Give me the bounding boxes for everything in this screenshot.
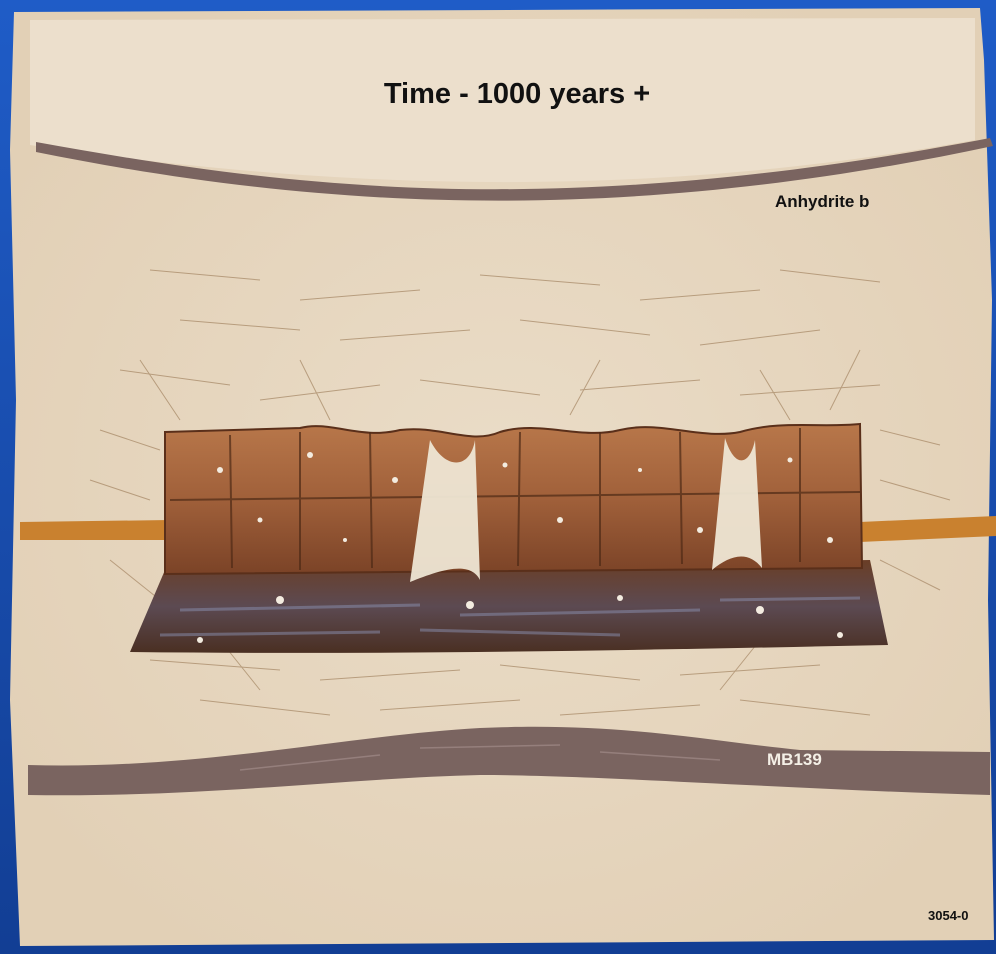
figure-number: 3054-0 <box>928 908 968 923</box>
anhydrite-label: Anhydrite b <box>775 192 869 212</box>
clay-seam <box>20 520 170 540</box>
slide-title: Time - 1000 years + <box>0 78 996 111</box>
mb139-label: MB139 <box>767 750 822 770</box>
